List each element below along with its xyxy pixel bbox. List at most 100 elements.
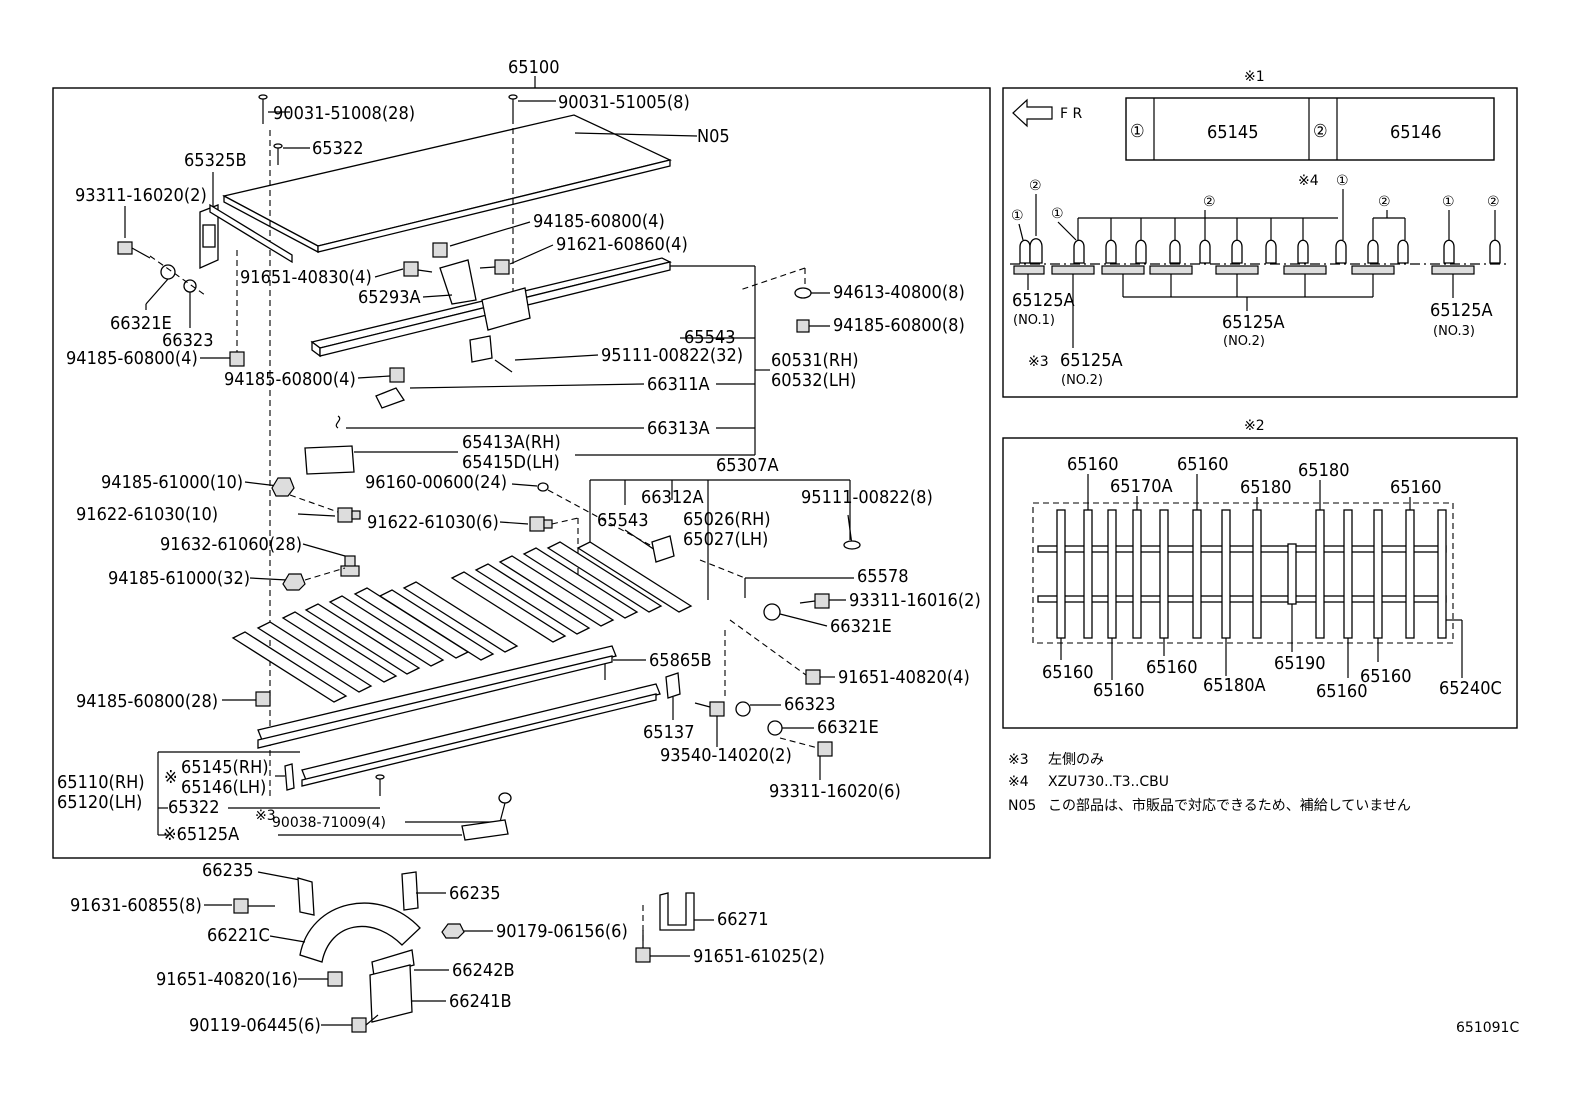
u-clip-icon [659,892,695,931]
callout-sub: (NO.1) [1013,313,1055,328]
front-arrow-icon [1012,98,1053,128]
bolt-icon [340,555,360,577]
callout-label: 95111-00822(8) [801,487,933,508]
circle-number: ② [1203,194,1216,210]
callout-label: 66242B [452,960,515,981]
nut-icon [441,923,465,939]
callout-label: 60532(LH) [771,370,856,391]
floor-slats [1056,509,1447,639]
table-cell: ① [1130,121,1145,142]
cap-icon [284,763,295,791]
callout-label: 66323 [162,330,214,351]
callout-label: 65160 [1390,477,1442,498]
callout-label: 65160 [1316,681,1368,702]
circle-number: ② [1029,178,1042,194]
latch-icon [375,387,405,409]
spring-icon [335,415,341,429]
cross-members [231,541,693,703]
bracket-icon [401,871,419,911]
main-assembly-box: 65100 90031-51008(28) 90031-51005(8) N05… [52,57,991,859]
callout-label: 65125A [1060,350,1123,371]
callout-label: 91651-40820(16) [156,969,298,990]
bolt-icon [694,701,725,717]
callout-label: 65322 [168,797,220,818]
note-mark: N05 [1008,798,1036,814]
callout-label: 91622-61030(10) [76,504,218,525]
callout-label: 65160 [1067,454,1119,475]
callout-label: 65160 [1360,666,1412,687]
bolt-icon [799,593,830,609]
callout-label: 65307A [716,455,779,476]
hinge-icon [665,672,681,699]
bolt-icon [327,971,343,987]
inset-mark: ※1 [1244,69,1265,85]
callout-label: 66221C [207,925,270,946]
inset-2: ※2 65160 65170A 65160 65180 [1002,418,1518,729]
washer-icon [794,287,812,299]
callout-label: 94613-40800(8) [833,282,965,303]
note-mark: ※3 [1008,752,1029,768]
nut-icon [432,242,448,258]
callout-label: 66241B [449,991,512,1012]
mudguard [299,902,421,963]
nut-icon [389,367,405,383]
callout-label: 65125A [1222,312,1285,333]
frame-outline [1032,502,1454,644]
callout-label: ※ [164,767,178,788]
callout-label: 94185-60800(8) [833,315,965,336]
callout-label: 65322 [312,138,364,159]
callout-label: 91622-61030(6) [367,512,499,533]
callout-label: 65190 [1274,653,1326,674]
callout-label: 95111-00822(32) [601,345,743,366]
callout-label: ※3 [255,808,276,824]
table-cell: 65145 [1207,122,1259,143]
bracket-icon [469,335,493,363]
assembly-number: 65100 [508,57,560,78]
washer-icon [735,701,751,717]
note-text: XZU730..T3..CBU [1048,774,1169,790]
callout-label: 91632-61060(28) [160,534,302,555]
washer-icon [160,264,176,280]
callout-label: 65180 [1240,477,1292,498]
callout-label: 66312A [641,487,704,508]
callout-label: 65120(LH) [57,792,142,813]
bolt-icon [117,241,151,259]
note-mark: ※3 [1028,354,1049,370]
callout-label: 66271 [717,909,769,930]
bracket-icon [297,877,315,916]
callout-sub: (NO.2) [1223,334,1265,349]
callout-label: 91651-61025(2) [693,946,825,967]
bolt-icon [479,259,510,275]
callout-label: 91651-40820(4) [838,667,970,688]
callout-label: 96160-00600(24) [365,472,507,493]
inset-frame [1002,87,1518,398]
mudguard-group: 66235 66235 91631-60855(8) 66221C 90179-… [70,860,628,1036]
callout-label: 91631-60855(8) [70,895,202,916]
callout-label: 65543 [684,327,736,348]
callout-label: 94185-61000(32) [108,568,250,589]
callout-label: 93311-16016(2) [849,590,981,611]
note-mark: ※4 [1008,774,1029,790]
main-frame [52,87,991,859]
callout-label: 65180 [1298,460,1350,481]
nut-icon [255,691,271,707]
figure-id: 651091C [1456,1020,1519,1036]
note-text: この部品は、市販品で対応できるため、補給していません [1048,797,1411,814]
callout-label: 65160 [1042,662,1094,683]
legend-table [1125,97,1495,161]
callout-label: 65325B [184,150,247,171]
inset-1: ※1 F R ① 65145 ② 65146 ※4 [1002,69,1518,398]
callout-sub: (NO.2) [1061,373,1103,388]
callout-label: 93311-16020(6) [769,781,901,802]
callout-label: 94185-61000(10) [101,472,243,493]
callout-label: 65160 [1093,680,1145,701]
callout-label: 65170A [1110,476,1173,497]
callout-label: 90031-51008(28) [273,103,415,124]
callout-label: 65146(LH) [181,777,266,798]
clip-group: 66271 91651-61025(2) [635,892,825,967]
callout-label: 90119-06445(6) [189,1015,321,1036]
inset-frame [1002,437,1518,729]
callout-label: 91651-40830(4) [240,267,372,288]
callout-label: 65137 [643,722,695,743]
screw-icon [273,143,310,165]
